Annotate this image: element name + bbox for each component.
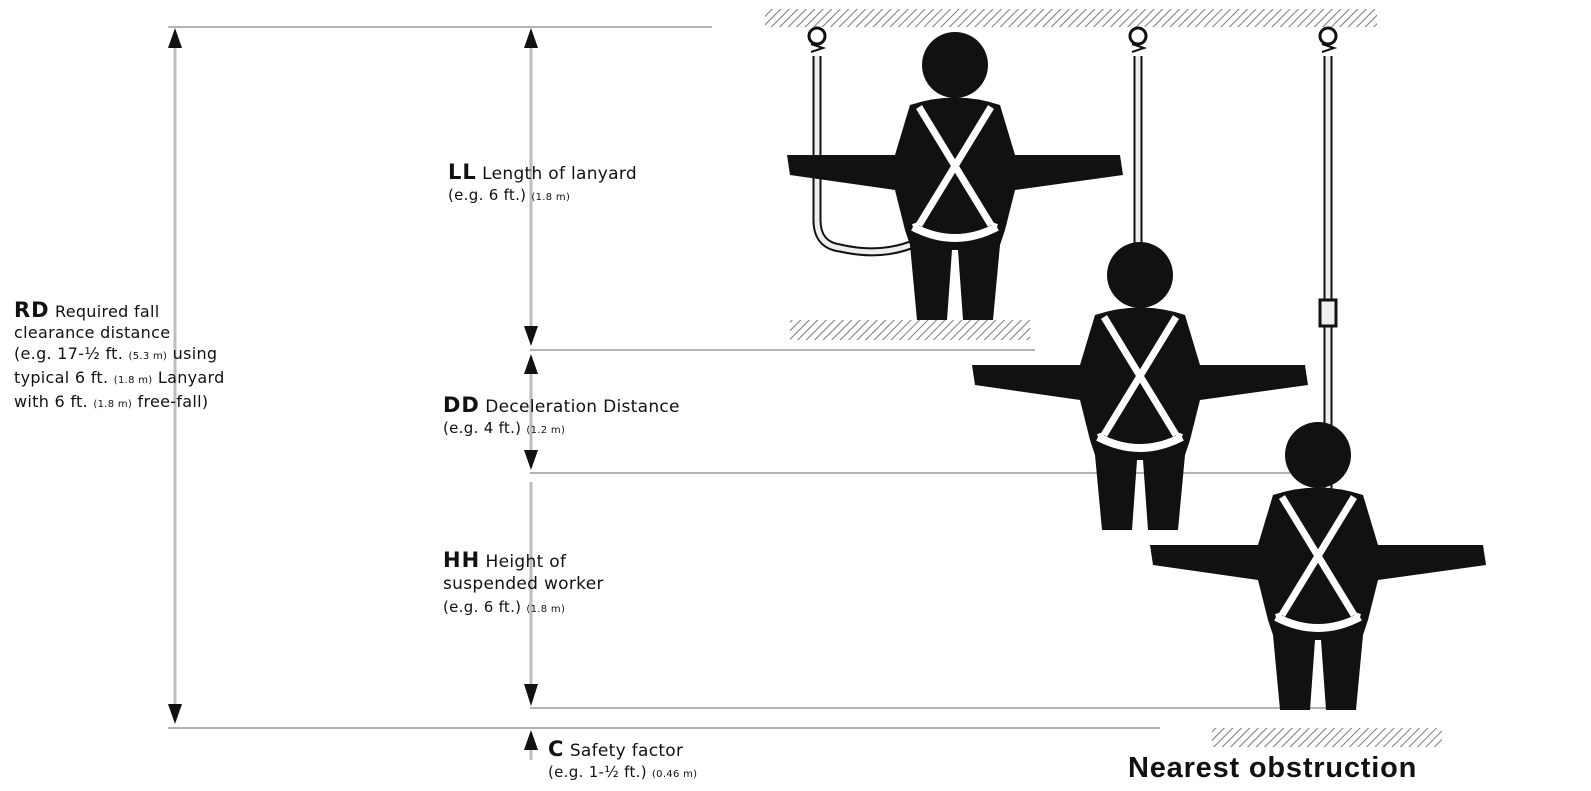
hh-name2: suspended worker (443, 574, 604, 594)
rd-code: RD (14, 298, 50, 322)
anchor-hook-1 (807, 26, 827, 53)
ll-code: LL (448, 160, 477, 184)
ll-dimension-arrow (524, 28, 538, 346)
rd-line3a: (e.g. 17-½ ft. (14, 344, 124, 363)
anchor-hook-3 (1318, 26, 1338, 53)
ll-example: (e.g. 6 ft.) (448, 186, 527, 204)
c-example: (e.g. 1-½ ft.) (548, 763, 647, 781)
anchor-hook-2 (1128, 26, 1148, 53)
rd-label: RD Required fall clearance distance (e.g… (14, 300, 384, 415)
obstruction-platform (1212, 728, 1442, 747)
c-code: C (548, 737, 565, 761)
rd-line4a: typical 6 ft. (14, 368, 109, 387)
dd-dimension-arrow (524, 354, 538, 470)
hh-code: HH (443, 548, 481, 572)
hh-dimension-arrow (524, 482, 538, 706)
dd-example: (e.g. 4 ft.) (443, 419, 522, 437)
dd-name: Deceleration Distance (485, 397, 680, 417)
hh-metric: (1.8 m) (526, 604, 566, 615)
rd-line3-metric: (5.3 m) (128, 351, 168, 362)
rd-line2: clearance distance (14, 323, 171, 342)
shock-absorber (1318, 298, 1338, 328)
ll-name: Length of lanyard (482, 164, 637, 184)
c-dimension-arrow (524, 730, 538, 760)
rd-dimension-arrow (168, 28, 182, 724)
rd-line5-metric: (1.8 m) (93, 399, 133, 410)
hh-name: Height of (485, 552, 567, 572)
rd-line1: Required fall (55, 302, 160, 321)
rd-line5b: free-fall) (137, 392, 209, 411)
c-metric: (0.46 m) (651, 769, 698, 780)
hh-label: HH Height of suspended worker (e.g. 6 ft… (443, 550, 604, 620)
ll-metric: (1.8 m) (531, 192, 571, 203)
dd-metric: (1.2 m) (526, 425, 566, 436)
rd-line3b: using (172, 344, 218, 363)
dd-code: DD (443, 393, 480, 417)
dd-label: DD Deceleration Distance (e.g. 4 ft.) (1… (443, 393, 680, 437)
hh-example: (e.g. 6 ft.) (443, 598, 522, 616)
rd-line4b: Lanyard (157, 368, 225, 387)
worker-suspended (1150, 422, 1486, 710)
standing-platform (790, 320, 1030, 340)
rd-line5a: with 6 ft. (14, 392, 89, 411)
anchorage-beam (765, 9, 1377, 27)
worker-decelerating (972, 242, 1308, 530)
c-label: C Safety factor (e.g. 1-½ ft.) (0.46 m) (548, 737, 697, 781)
worker-standing (787, 32, 1123, 320)
nearest-obstruction-label: Nearest obstruction (1128, 752, 1418, 784)
c-name: Safety factor (569, 741, 684, 761)
ll-label: LL Length of lanyard (e.g. 6 ft.) (1.8 m… (448, 160, 637, 204)
rd-line4-metric: (1.8 m) (113, 375, 153, 386)
